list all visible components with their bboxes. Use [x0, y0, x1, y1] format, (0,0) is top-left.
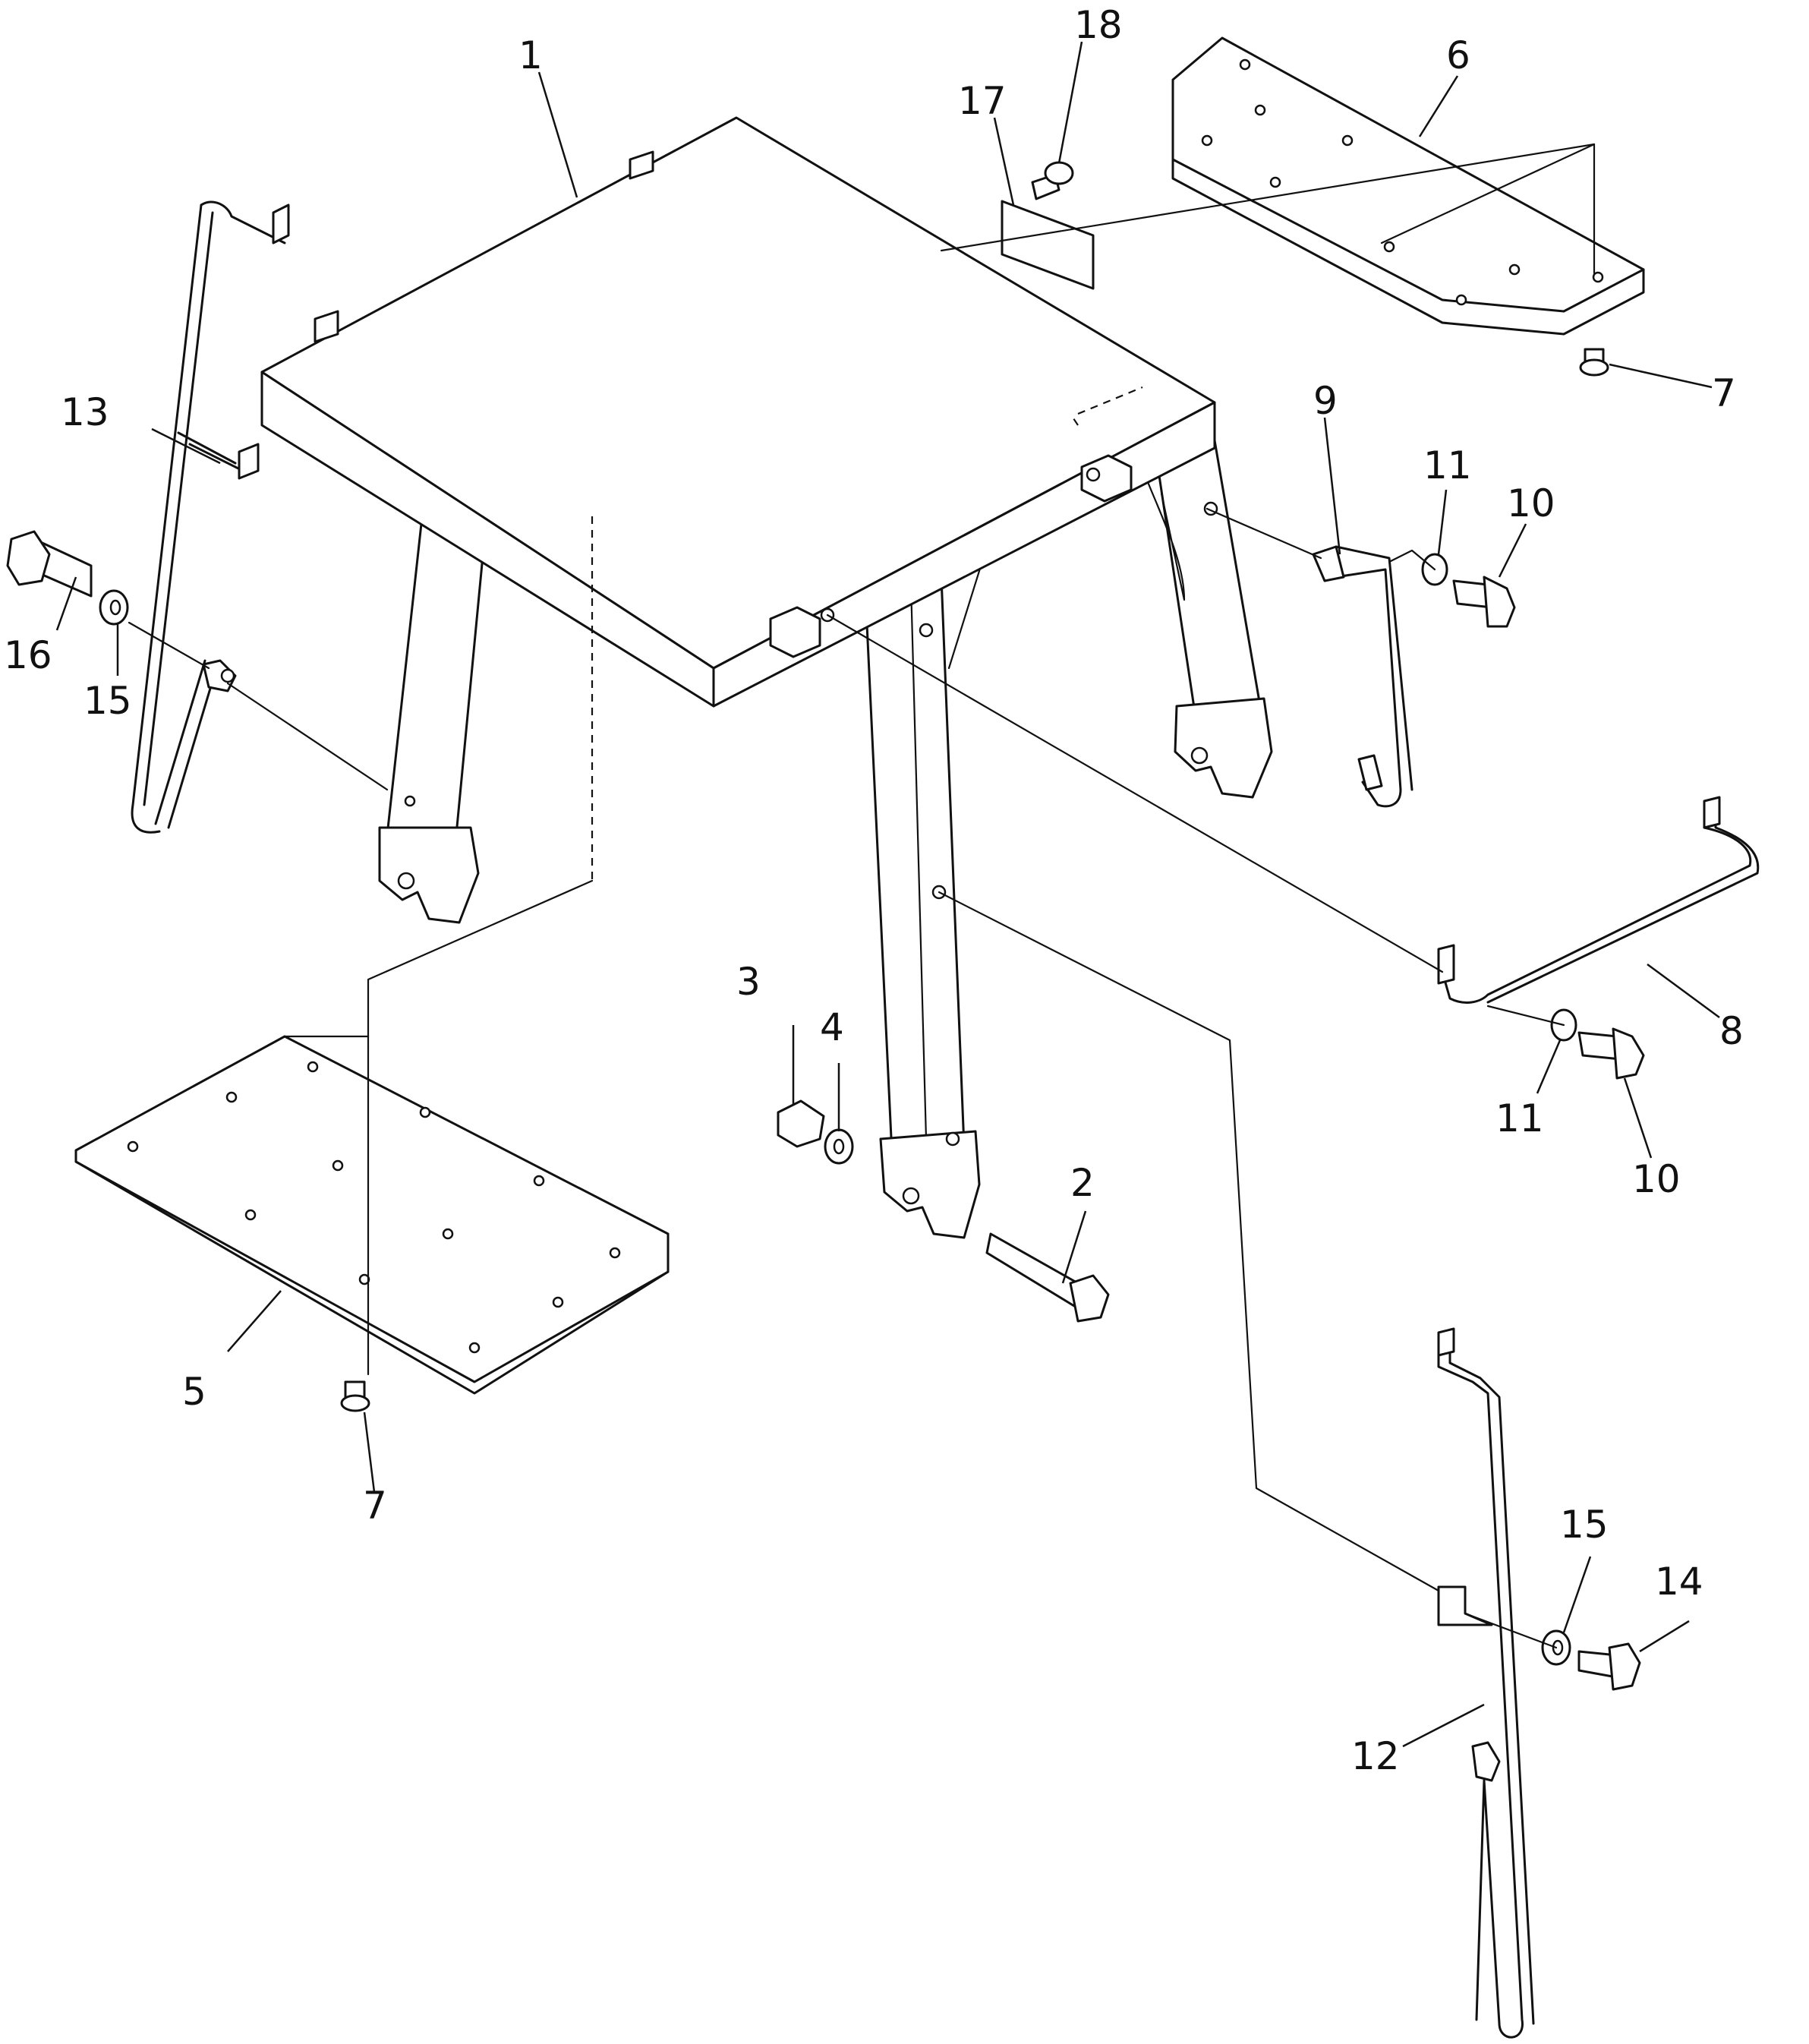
pin-bolt-part-2[interactable] [985, 1232, 1110, 1323]
washer-part-4[interactable] [824, 1128, 854, 1165]
callout-15-left: 15 [84, 679, 132, 723]
washer-part-15-left[interactable] [99, 589, 129, 626]
nameplate-part-17[interactable] [1001, 200, 1095, 290]
callout-11-lower: 11 [1495, 1096, 1544, 1140]
bolt-part-7-left[interactable] [340, 1380, 370, 1412]
callout-14: 14 [1655, 1560, 1703, 1604]
callout-6: 6 [1446, 33, 1470, 77]
callout-8: 8 [1719, 1009, 1744, 1053]
callout-3: 3 [736, 960, 761, 1004]
callout-16: 16 [4, 633, 52, 677]
callout-9: 9 [1313, 379, 1338, 423]
callout-labels: 1 2 3 4 5 6 7 7 8 9 10 10 11 11 12 13 14… [4, 3, 1744, 1778]
callout-17: 17 [958, 79, 1007, 123]
callout-5: 5 [182, 1370, 206, 1414]
assembly-lines [128, 143, 1596, 1649]
callout-18: 18 [1074, 3, 1123, 47]
callout-7-left: 7 [363, 1484, 387, 1528]
callout-1: 1 [518, 33, 543, 77]
screw-part-18[interactable] [1031, 161, 1074, 200]
foot-clevis-right [1174, 697, 1273, 799]
foot-clevis-front [879, 1130, 981, 1239]
handrail-part-12[interactable] [1437, 1327, 1535, 2039]
callout-leaders [55, 41, 1720, 1748]
grab-bar-part-8[interactable] [1437, 796, 1760, 1004]
step-plate-part-6[interactable] [1171, 36, 1645, 336]
callout-4: 4 [820, 1005, 844, 1049]
bolt-part-10-upper[interactable] [1452, 576, 1516, 628]
bolt-part-10-lower[interactable] [1577, 1027, 1645, 1080]
bolt-part-7-right[interactable] [1579, 348, 1609, 377]
callout-13: 13 [61, 390, 109, 434]
callout-12: 12 [1351, 1734, 1400, 1778]
foot-clevis-left [378, 826, 480, 924]
grab-handle-part-9[interactable] [1312, 545, 1413, 808]
bolt-part-14[interactable] [1577, 1642, 1641, 1691]
callout-15-right: 15 [1560, 1503, 1609, 1547]
step-plate-part-5[interactable] [74, 1035, 670, 1395]
seat-stand-part-1[interactable] [260, 116, 1273, 1239]
callout-7-right: 7 [1712, 371, 1736, 415]
callout-11-upper: 11 [1423, 443, 1472, 487]
handrail-part-13[interactable] [131, 200, 290, 834]
callout-10-upper: 10 [1507, 481, 1555, 525]
nut-part-3[interactable] [777, 1099, 825, 1148]
bolt-part-16[interactable] [6, 530, 93, 598]
callout-10-lower: 10 [1632, 1157, 1681, 1201]
callout-2: 2 [1070, 1161, 1095, 1205]
